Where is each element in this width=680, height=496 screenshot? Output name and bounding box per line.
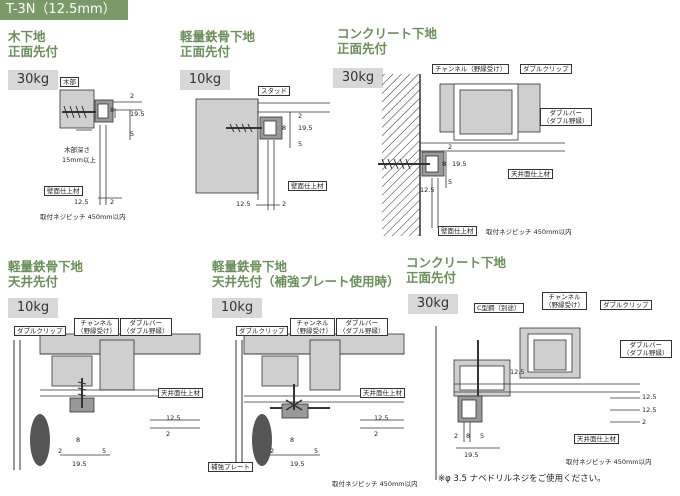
label-reinforce-plate: 補強プレート [208, 462, 253, 472]
panel1-drawing [59, 89, 142, 205]
dim-2: 2 [110, 198, 115, 206]
dim-8: 8 [442, 160, 447, 168]
label-ceiling-finish-4: 天井面仕上材 [158, 388, 203, 398]
label-channel-4: チャンネル（野縁受け） [74, 318, 119, 336]
dim-8: 8 [466, 432, 471, 440]
label-pitch-5: 取付ネジピッチ 450mm以内 [332, 480, 418, 488]
label-ceiling-finish-3: 天井面仕上材 [508, 169, 553, 179]
label-ceiling-finish-6: 天井面仕上材 [574, 434, 619, 444]
label-wall-finish-3: 壁面仕上材 [438, 226, 477, 236]
label-c-steel: C型鋼（別途） [474, 303, 524, 313]
label-mokubu-depth: 木部深さ [64, 146, 90, 154]
dim-5: 5 [314, 447, 319, 455]
dim-2: 2 [374, 430, 379, 438]
label-channel-3: チャンネル（野縁受け） [432, 64, 510, 74]
label-mokubu: 木部 [60, 77, 79, 87]
dim-12-5: 12.5 [420, 186, 435, 194]
dim-5: 5 [480, 432, 485, 440]
label-double-clip-3: ダブルクリップ [520, 64, 572, 74]
panel1-weight: 30kg [8, 70, 58, 90]
dim-8: 8 [290, 436, 295, 444]
dim-5: 5 [448, 178, 453, 186]
dim-12-5: 12.5 [374, 414, 389, 422]
label-ceiling-finish-5: 天井面仕上材 [360, 388, 405, 398]
label-double-clip-4: ダブルクリップ [14, 326, 66, 336]
dim-19-5: 19.5 [452, 160, 467, 168]
dim-2: 2 [270, 447, 275, 455]
panel2-drawing [195, 98, 330, 210]
dim-12-5: 12.5 [642, 393, 657, 401]
label-channel-6: チャンネル（野縁受け） [542, 292, 587, 310]
panel4-title: 軽量鉄骨下地天井先付 [8, 259, 84, 289]
panel4-drawing [13, 333, 201, 470]
panel2-weight: 10kg [180, 70, 230, 90]
label-double-bar-3: ダブルバー（ダブル野縁） [540, 108, 592, 126]
label-wall-finish-1: 壁面仕上材 [44, 186, 83, 196]
dim-19-5: 19.5 [72, 460, 87, 468]
dim-2: 2 [58, 447, 63, 455]
panel6-drawing [435, 326, 640, 480]
label-mokubu-depth-value: 15mm以上 [62, 156, 96, 164]
dim-19-5: 19.5 [464, 451, 479, 459]
dim-12-5: 12.5 [74, 198, 89, 206]
panel5-drawing [235, 333, 405, 470]
label-channel-5: チャンネル（野縁受け） [290, 318, 335, 336]
dim-5: 5 [298, 140, 303, 148]
dim-12-5: 12.5 [642, 406, 657, 414]
dim-2: 2 [448, 143, 453, 151]
dim-8: 8 [76, 436, 81, 444]
dim-5: 5 [130, 130, 135, 138]
dim-2: 2 [298, 112, 303, 120]
footnote: ※φ 3.5 ナベドリルネジをご使用ください。 [438, 474, 606, 484]
dim-2: 2 [642, 418, 647, 426]
label-double-clip-5: ダブルクリップ [236, 326, 288, 336]
label-pitch-3: 取付ネジピッチ 450mm以内 [486, 228, 572, 236]
panel3-drawing [378, 74, 565, 236]
dim-19-5: 19.5 [290, 460, 305, 468]
dim-12-5: 12.5 [166, 414, 181, 422]
dim-2: 2 [282, 200, 287, 208]
panel4-weight: 10kg [8, 298, 58, 318]
dim-19-5: 19.5 [298, 124, 313, 132]
dim-2: 2 [454, 432, 459, 440]
dim-12-5: 12.5 [510, 368, 525, 376]
label-pitch-1: 取付ネジピッチ 450mm以内 [40, 213, 126, 221]
dim-5: 5 [102, 447, 107, 455]
label-stud: スタッド [258, 86, 290, 96]
dim-8: 8 [282, 124, 287, 132]
dim-2: 2 [130, 92, 135, 100]
panel3-weight: 30kg [333, 68, 383, 88]
panel1-title: 木下地正面先付 [8, 29, 59, 59]
label-double-bar-5: ダブルバー（ダブル野縁） [336, 318, 388, 336]
dim-8: 8 [110, 106, 115, 114]
dim-19-5: 19.5 [130, 110, 145, 118]
dim-2: 2 [166, 430, 171, 438]
dim-12-5: 12.5 [236, 200, 251, 208]
label-wall-finish-2: 壁面仕上材 [288, 181, 327, 191]
panel2-title: 軽量鉄骨下地正面先付 [180, 29, 256, 59]
panel6-title: コンクリート下地正面先付 [406, 255, 507, 285]
panel3-title: コンクリート下地正面先付 [337, 26, 438, 56]
panel5-weight: 10kg [212, 298, 262, 318]
label-pitch-6: 取付ネジピッチ 450mm以内 [566, 458, 652, 466]
label-double-bar-4: ダブルバー（ダブル野縁） [120, 318, 172, 336]
panel6-weight: 30kg [408, 294, 458, 314]
product-tag: T-3N（12.5mm） [0, 0, 128, 20]
label-double-bar-6: ダブルバー（ダブル野縁） [620, 340, 672, 358]
label-double-clip-6: ダブルクリップ [600, 300, 652, 310]
panel5-title: 軽量鉄骨下地天井先付（補強プレート使用時） [212, 259, 400, 289]
